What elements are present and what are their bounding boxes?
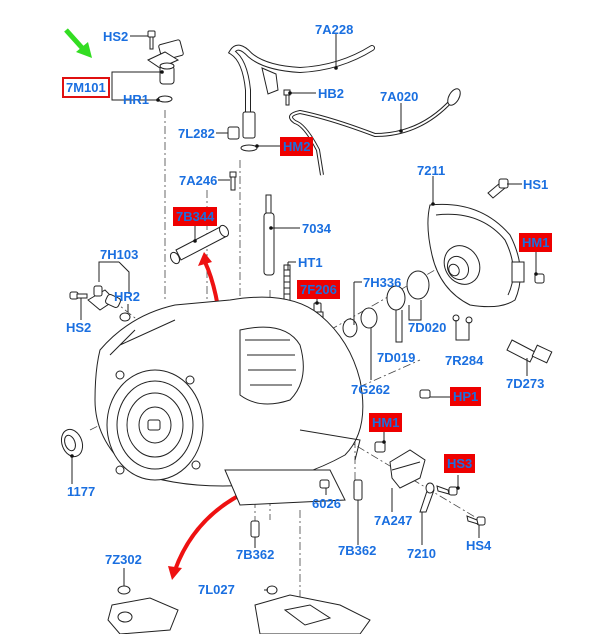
part-7210-lever[interactable] [419, 482, 435, 513]
leader-dots [70, 66, 538, 490]
part-7d273-connector[interactable] [506, 339, 553, 364]
label-7z302[interactable]: 7Z302 [105, 552, 142, 567]
label-hb2[interactable]: HB2 [318, 86, 345, 101]
part-7l282-cap[interactable] [227, 126, 240, 140]
part-1177-seal[interactable] [58, 426, 86, 459]
label-7r284[interactable]: 7R284 [445, 353, 484, 368]
part-7a228-fitting [242, 111, 256, 139]
label-7b344-highlighted[interactable]: 7B344 [173, 207, 218, 226]
part-7a228-bracket [261, 67, 279, 95]
label-ht1[interactable]: HT1 [298, 255, 323, 270]
label-7d020[interactable]: 7D020 [408, 320, 447, 335]
label-hm2-highlighted[interactable]: HM2 [280, 137, 314, 156]
part-hs2-bolt-left[interactable] [69, 291, 88, 300]
red-direction-arrow-down-icon [168, 488, 251, 580]
label-hs4[interactable]: HS4 [466, 538, 492, 553]
part-hs4-bolt[interactable] [466, 515, 486, 526]
part-hp1-plug[interactable] [419, 389, 431, 399]
part-7211-housing[interactable] [427, 203, 525, 308]
label-7g262[interactable]: 7G262 [351, 382, 391, 397]
green-pointer-arrow-icon [64, 28, 92, 58]
part-7a247-position-sensor[interactable] [389, 449, 426, 489]
part-hs2-bolt-top[interactable] [147, 30, 156, 50]
label-7b362-left[interactable]: 7B362 [236, 547, 275, 562]
label-7h103[interactable]: 7H103 [100, 247, 139, 262]
part-7d020-clamp[interactable] [406, 270, 430, 300]
part-7b344-tube[interactable] [169, 224, 231, 265]
part-hr2-oring[interactable] [119, 312, 131, 322]
label-7l282[interactable]: 7L282 [178, 126, 215, 141]
label-hs2-top[interactable]: HS2 [103, 29, 129, 44]
label-7a246[interactable]: 7A246 [179, 173, 218, 188]
label-7m101-selected[interactable]: 7M101 [62, 77, 110, 98]
label-7d273[interactable]: 7D273 [506, 376, 545, 391]
label-7h336[interactable]: 7H336 [363, 275, 402, 290]
part-hs1-bolt[interactable] [487, 178, 509, 199]
label-hr1[interactable]: HR1 [123, 92, 150, 107]
part-7b362-pin-left[interactable] [250, 520, 260, 538]
label-7211[interactable]: 7211 [417, 163, 446, 178]
part-6026-plug[interactable] [319, 479, 330, 489]
part-7a246-pin[interactable] [229, 171, 237, 191]
label-hs3-highlighted[interactable]: HS3 [444, 454, 476, 473]
label-hp1-highlighted[interactable]: HP1 [450, 387, 482, 406]
part-7g262-washer[interactable] [360, 307, 378, 329]
label-7d019[interactable]: 7D019 [377, 350, 416, 365]
label-7a247[interactable]: 7A247 [374, 513, 413, 528]
part-hs3-bolt[interactable] [436, 485, 458, 496]
label-hs2-left[interactable]: HS2 [66, 320, 92, 335]
part-7h336-seal[interactable] [342, 318, 358, 338]
label-7210[interactable]: 7210 [407, 546, 436, 561]
label-7l027[interactable]: 7L027 [198, 582, 235, 597]
part-7h103-sensor[interactable] [87, 285, 121, 311]
part-hm1-bolt-bottom[interactable] [374, 441, 386, 453]
part-hr1-oring[interactable] [157, 95, 173, 103]
part-hm1-bolt-right[interactable] [534, 273, 545, 284]
label-hr2[interactable]: HR2 [114, 289, 141, 304]
part-7034-tube[interactable] [263, 194, 275, 276]
label-hm1-bottom-highlighted[interactable]: HM1 [369, 413, 403, 432]
transmission-case [94, 296, 364, 506]
part-filter-assembly[interactable] [107, 585, 179, 634]
part-oil-pan[interactable] [254, 585, 371, 634]
label-7a228[interactable]: 7A228 [315, 22, 354, 37]
part-7m101-sensor[interactable] [146, 39, 184, 85]
part-7b362-pin-right[interactable] [353, 479, 363, 501]
label-1177[interactable]: 1177 [67, 484, 96, 499]
label-7a020[interactable]: 7A020 [380, 89, 419, 104]
part-hm2-oring[interactable] [240, 144, 258, 152]
label-7b362-right[interactable]: 7B362 [338, 543, 377, 558]
label-6026[interactable]: 6026 [312, 496, 341, 511]
part-7r284-clips[interactable] [452, 314, 473, 324]
label-7f206-highlighted[interactable]: 7F206 [297, 280, 340, 299]
label-hm1-right-highlighted[interactable]: HM1 [519, 233, 553, 252]
label-hs1[interactable]: HS1 [523, 177, 549, 192]
label-7034[interactable]: 7034 [302, 221, 331, 236]
